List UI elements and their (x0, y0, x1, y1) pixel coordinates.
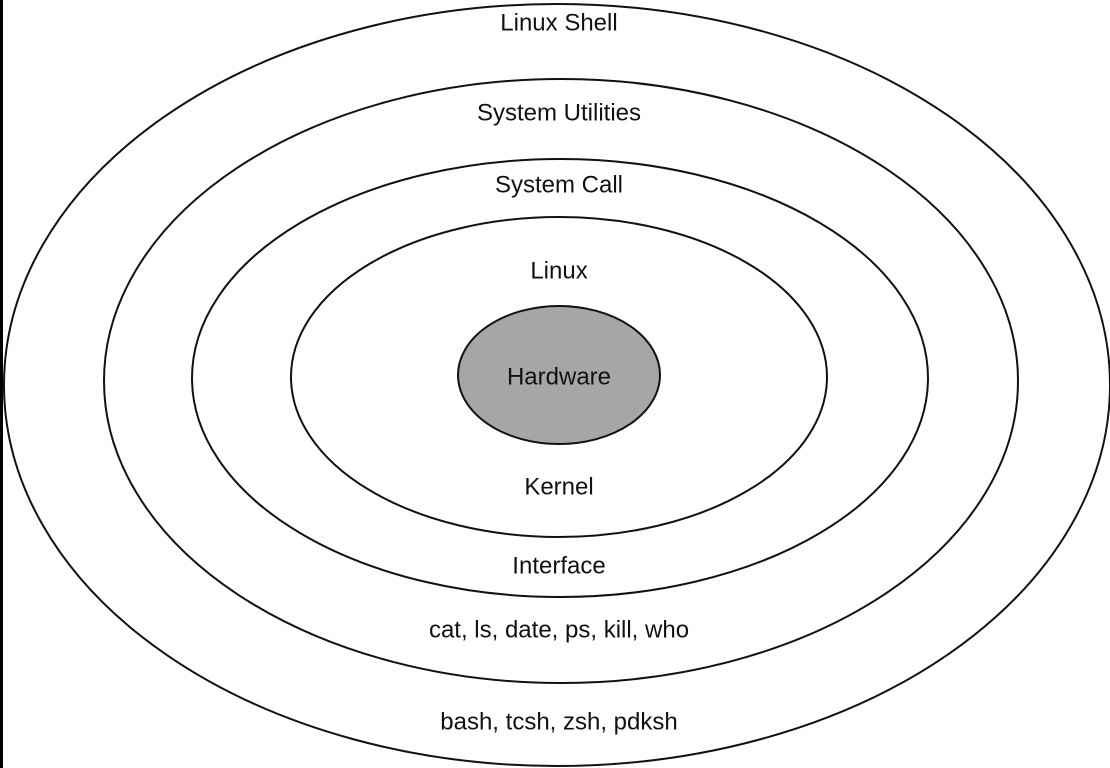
utilities-label-top: System Utilities (477, 99, 641, 126)
hardware-core (457, 305, 661, 445)
utilities-label-bottom: cat, ls, date, ps, kill, who (429, 616, 689, 643)
utilities-ring (103, 78, 1019, 684)
syscall-label-top: System Call (495, 171, 623, 198)
kernel-label-top: Linux (530, 257, 587, 284)
shell-ring (3, 3, 1110, 767)
syscall-ring (191, 158, 929, 598)
kernel-label-bottom: Kernel (524, 473, 593, 500)
shell-label-top: Linux Shell (500, 9, 617, 36)
hardware-label: Hardware (507, 363, 611, 390)
syscall-label-bottom: Interface (512, 552, 605, 579)
shell-label-bottom: bash, tcsh, zsh, pdksh (440, 708, 677, 735)
left-edge-bar (0, 0, 3, 768)
kernel-ring (290, 216, 828, 538)
